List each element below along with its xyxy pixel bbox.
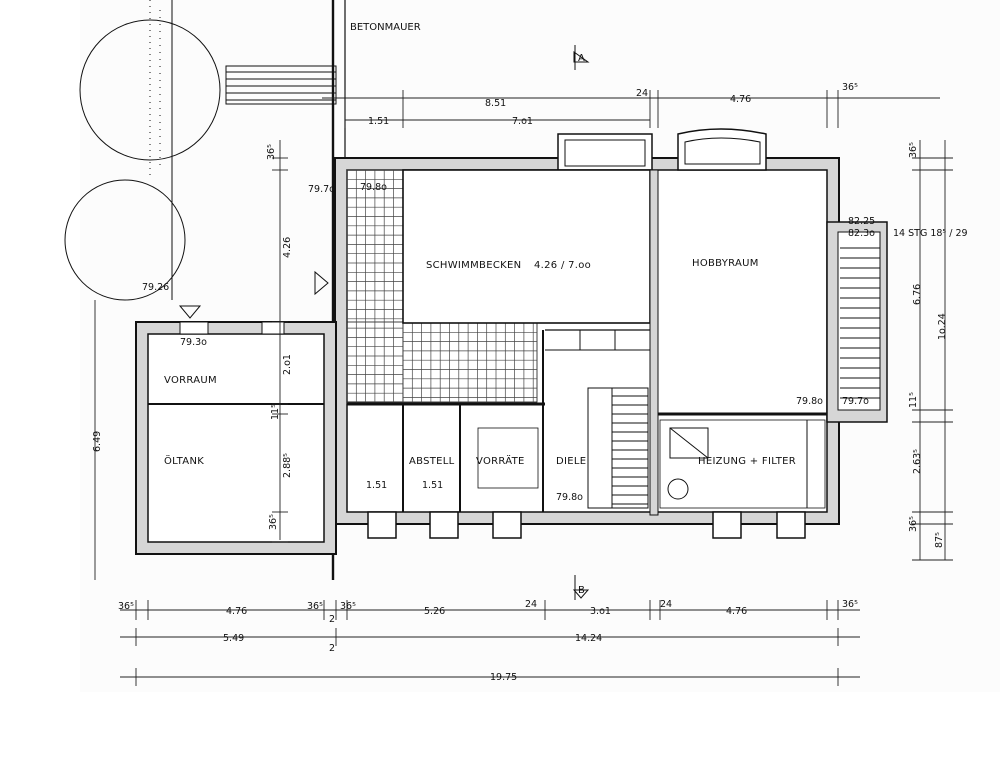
dim-b3-1975: 19.75	[490, 672, 517, 683]
dim-b1-2: 2	[329, 614, 335, 625]
dim-top-24: 24	[636, 88, 648, 99]
dim-b2-2: 2	[329, 643, 335, 654]
dim-right-365-bot: 36⁵	[908, 516, 919, 532]
level-82-3: 82.3o	[848, 228, 875, 239]
dim-left-449: 6.49	[92, 431, 103, 452]
betonmauer-label: BETONMAUER	[350, 22, 421, 33]
room-dim-151-b: 1.51	[422, 480, 443, 491]
hobbyraum-label: HOBBYRAUM	[692, 258, 759, 269]
section-a-marker	[573, 45, 590, 70]
dim-right-676: 6.76	[912, 284, 923, 305]
heizung-room	[659, 419, 826, 509]
dim-b1-365d: 36⁵	[842, 599, 858, 610]
dim-mid-365: 36⁵	[268, 514, 279, 530]
level-stair: 79.7o	[842, 396, 869, 407]
dim-b1-301: 3.o1	[590, 606, 611, 617]
dim-b2-549: 5.49	[223, 633, 244, 644]
dim-mid-201: 2.o1	[282, 354, 293, 375]
level-diele: 79.8o	[556, 492, 583, 503]
dim-top-476: 4.76	[730, 94, 751, 105]
section-b-label: B	[578, 585, 585, 596]
level-hobby: 79.8o	[796, 396, 823, 407]
dim-top-151: 1.51	[368, 116, 389, 127]
left-building-walls	[135, 321, 337, 555]
dim-right-2635: 2.63⁵	[912, 449, 923, 474]
dim-mid-2885: 2.88⁵	[282, 453, 293, 478]
dim-right-1024: 1o.24	[937, 313, 948, 340]
outside-stairs	[225, 65, 337, 105]
dim-b1-365c: 36⁵	[340, 601, 356, 612]
dim-left-365: 36⁵	[266, 144, 277, 160]
dim-top-701: 7.o1	[512, 116, 533, 127]
dim-left-426: 4.26	[282, 237, 293, 258]
abstell-label: ABSTELL	[409, 456, 455, 467]
terrace-marker	[314, 270, 329, 296]
dim-b1-365a: 36⁵	[118, 601, 134, 612]
dim-b1-476b: 4.76	[726, 606, 747, 617]
schwimmbecken-size: 4.26 / 7.oo	[534, 260, 591, 271]
vorraete-label: VORRÄTE	[476, 454, 525, 467]
oeltank-label: ÖLTANK	[164, 454, 204, 467]
diele-stairs	[587, 387, 649, 509]
schwimmbecken-label: SCHWIMMBECKEN	[426, 260, 521, 271]
section-a-label: A	[578, 53, 585, 64]
dim-mid-115: 11⁵	[270, 404, 281, 420]
lower-rooms	[477, 427, 539, 489]
dim-b1-24a: 24	[525, 599, 537, 610]
heizung-label: HEIZUNG + FILTER	[698, 456, 796, 467]
vorraum-label: VORRAUM	[164, 375, 217, 386]
dimension-lines	[94, 97, 946, 678]
level-79-3: 79.3o	[180, 337, 207, 348]
dim-b1-24b: 24	[660, 599, 672, 610]
dim-b2-1424: 14.24	[575, 633, 602, 644]
annex-stairs	[840, 247, 880, 399]
dim-b1-526: 5.26	[424, 606, 445, 617]
level-79-7-left: 79.7o	[308, 184, 335, 195]
level-82-25: 82.25	[848, 216, 875, 227]
dim-top-365: 36⁵	[842, 82, 858, 93]
entry-marker	[178, 305, 202, 319]
stairs-note: 14 STG 18⁵ / 29	[893, 228, 968, 239]
interior-walls	[347, 169, 827, 516]
dim-top-851: 8.51	[485, 98, 506, 109]
window-bays	[367, 511, 806, 539]
dimension-ticks	[135, 90, 953, 686]
dim-right-115: 11⁵	[908, 392, 919, 408]
level-79-26: 79.26	[142, 282, 169, 293]
dim-right-875: 87⁵	[934, 532, 945, 548]
room-dim-151-a: 1.51	[366, 480, 387, 491]
dim-right-365-top: 36⁵	[908, 142, 919, 158]
pool-basin	[402, 169, 651, 324]
level-79-8-pool: 79.8o	[360, 182, 387, 193]
section-b-marker	[572, 575, 590, 600]
garden-trees	[64, 0, 221, 301]
dim-b1-365b: 36⁵	[307, 601, 323, 612]
diele-label: DIELE	[556, 456, 586, 467]
dim-b1-476: 4.76	[226, 606, 247, 617]
